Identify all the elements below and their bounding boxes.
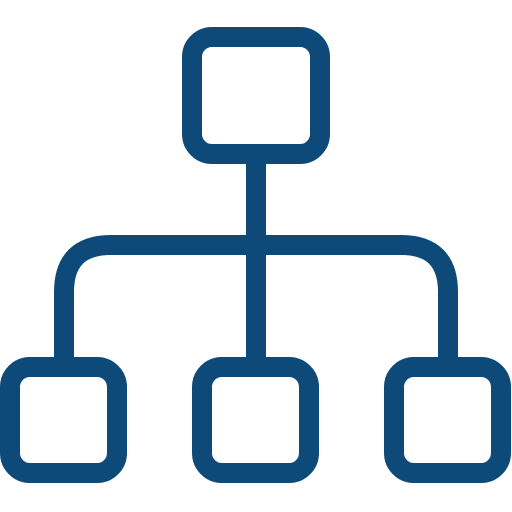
bottom-center-node-box <box>192 357 319 483</box>
bottom-right-node-box <box>384 357 511 483</box>
branch-line <box>54 235 458 367</box>
bottom-left-node-box <box>0 357 127 483</box>
top-node-box <box>182 27 330 164</box>
